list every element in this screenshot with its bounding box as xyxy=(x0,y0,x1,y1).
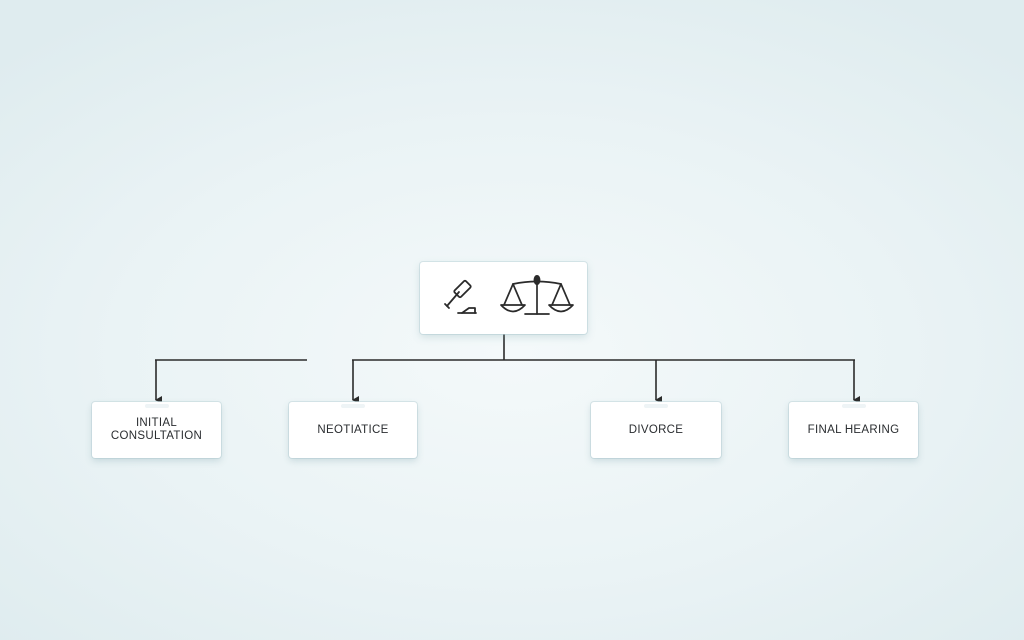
node-tab xyxy=(341,404,365,408)
node-label: DIVORCE xyxy=(628,423,684,436)
node-divorce: DIVORCE xyxy=(591,402,721,458)
node-initial-consultation: INITIAL CONSULTATION xyxy=(92,402,221,458)
node-tab xyxy=(644,404,668,408)
node-negotiation: NEOTIATICE xyxy=(289,402,417,458)
node-label: INITIAL CONSULTATION xyxy=(110,417,203,442)
root-node xyxy=(420,262,587,334)
node-tab xyxy=(841,404,866,408)
node-final-hearing: FINAL HEARING xyxy=(789,402,918,458)
scales-of-justice-icon xyxy=(500,274,574,315)
node-label: FINAL HEARING xyxy=(807,423,900,436)
node-tab xyxy=(144,404,169,408)
node-label: NEOTIATICE xyxy=(317,423,389,436)
gavel-icon xyxy=(444,279,477,314)
